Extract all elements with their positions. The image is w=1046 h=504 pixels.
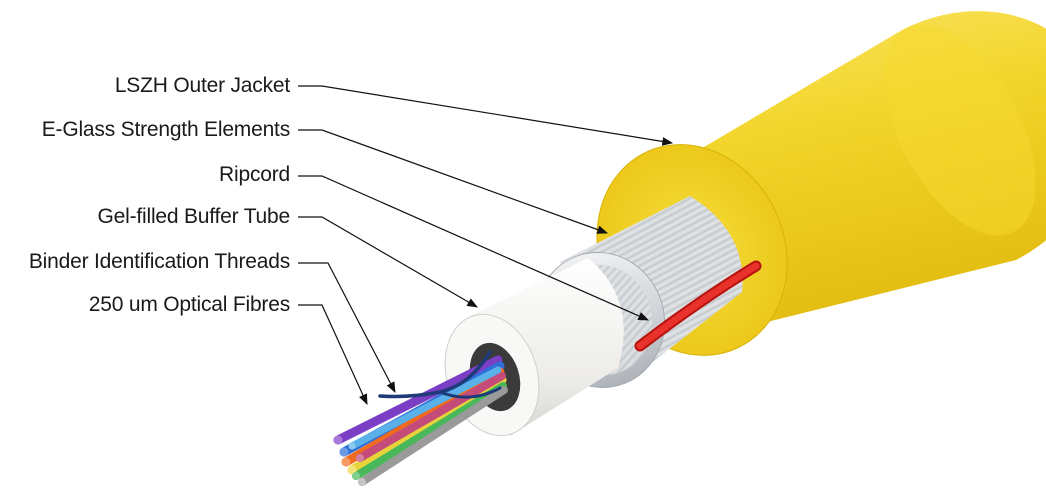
label-optical-fibres: 250 um Optical Fibres — [88, 293, 290, 316]
leader-line-strength-elements — [298, 129, 609, 234]
binder-thread — [378, 350, 502, 399]
label-ripcord: Ripcord — [219, 163, 290, 186]
label-binder-threads: Binder Identification Threads — [28, 250, 290, 273]
ripcord — [634, 260, 762, 352]
label-outer-jacket: LSZH Outer Jacket — [114, 74, 290, 97]
leader-line-binder-threads — [298, 262, 396, 393]
label-strength-elements: E-Glass Strength Elements — [41, 118, 290, 141]
label-buffer-tube: Gel-filled Buffer Tube — [97, 205, 291, 228]
optical-fibres — [333, 355, 508, 486]
leader-line-ripcord — [298, 175, 649, 321]
leader-lines — [298, 85, 674, 405]
leader-line-buffer-tube — [298, 216, 478, 308]
leader-line-optical-fibres — [298, 304, 368, 405]
leader-line-outer-jacket — [298, 85, 674, 146]
